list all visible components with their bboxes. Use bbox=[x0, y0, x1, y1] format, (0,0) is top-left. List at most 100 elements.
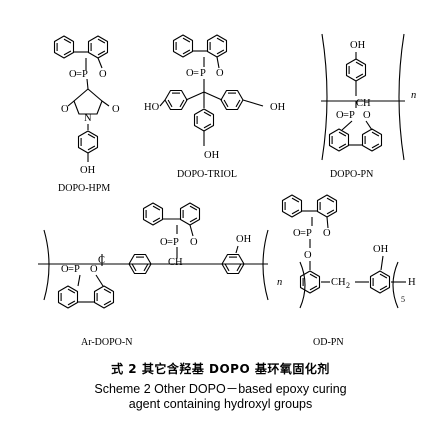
polymer-bracket-pn-right bbox=[398, 33, 405, 161]
atom-o-ar-1: O bbox=[160, 237, 168, 248]
aromatic-bond bbox=[189, 217, 198, 223]
aromatic-bond bbox=[291, 197, 300, 203]
atom-n-hpm: N bbox=[84, 113, 92, 124]
benzene-ring-hpm-a bbox=[53, 35, 75, 59]
atom-oh-triol-right: OH bbox=[270, 102, 286, 113]
atom-o-pn-ring: O bbox=[363, 110, 371, 121]
atom-ho-triol: HO bbox=[144, 102, 160, 113]
atom-p-triol: P bbox=[200, 68, 206, 79]
structure-od-pn: O = P O O OH CH 2 H 5 OD-PN bbox=[293, 228, 416, 348]
aromatic-bond bbox=[379, 273, 388, 279]
aromatic-bond bbox=[167, 99, 173, 108]
bond-line bbox=[216, 56, 220, 69]
compound-label-ar-dopo-n: Ar-DOPO-N bbox=[81, 337, 132, 348]
subscript-n-ar: n bbox=[277, 277, 282, 288]
atom-o-od-ether: O bbox=[304, 250, 312, 261]
atom-o-hpm-ring: O bbox=[99, 69, 107, 80]
subscript-2-od: 2 bbox=[346, 281, 350, 290]
aromatic-bond bbox=[97, 50, 106, 56]
bond-line bbox=[341, 120, 353, 131]
atom-oh-triol-bottom: OH bbox=[204, 150, 220, 161]
aromatic-bond bbox=[203, 123, 212, 129]
aromatic-bond bbox=[223, 99, 229, 108]
repeat-bracket-od-left bbox=[299, 261, 306, 309]
bond-line bbox=[159, 99, 166, 107]
benzene-ring-ar-d bbox=[93, 285, 115, 309]
bond-line bbox=[235, 245, 239, 254]
bond-line bbox=[95, 274, 104, 287]
atom-o-pn-1: O bbox=[336, 110, 344, 121]
aromatic-bond bbox=[224, 263, 230, 272]
atom-oh-pn: OH bbox=[350, 40, 366, 51]
aromatic-bond bbox=[235, 99, 241, 108]
aromatic-bond bbox=[309, 273, 318, 279]
atom-eq-hpm: = bbox=[76, 69, 82, 80]
polymer-bracket-ar-left bbox=[43, 229, 50, 301]
atom-c-ar: C bbox=[98, 255, 105, 266]
atom-p-hpm: P bbox=[82, 69, 88, 80]
bond-line bbox=[101, 100, 110, 107]
aromatic-bond bbox=[87, 133, 96, 139]
atom-eq-ar-1: = bbox=[167, 237, 173, 248]
structure-dopo-pn: OH CH O = P O n DOPO-PN bbox=[330, 40, 416, 180]
aromatic-bond bbox=[216, 49, 225, 55]
aromatic-bond bbox=[103, 300, 112, 306]
compound-label-dopo-pn: DOPO-PN bbox=[330, 169, 373, 180]
aromatic-bond bbox=[203, 111, 212, 117]
aromatic-bond bbox=[63, 50, 72, 56]
benzene-ring-od-a bbox=[281, 194, 303, 218]
repeat-bracket-od-right bbox=[392, 261, 399, 309]
compound-label-od-pn: OD-PN bbox=[313, 337, 344, 348]
polymer-bracket-pn-left bbox=[321, 33, 328, 161]
subscript-n-pn: n bbox=[411, 90, 416, 101]
atom-o-triol-1: O bbox=[186, 68, 194, 79]
structure-dopo-triol: O = P O HO OH OH DOPO-TRIOL bbox=[144, 68, 286, 180]
aromatic-bond bbox=[326, 209, 335, 215]
aromatic-bond bbox=[236, 263, 242, 272]
bond-line bbox=[77, 274, 81, 287]
caption-english-line-1: Scheme 2 Other DOPO－based epoxy curing bbox=[94, 382, 347, 396]
atom-o-od-1: O bbox=[293, 228, 301, 239]
atom-p-ar-1: P bbox=[173, 237, 179, 248]
aromatic-bond bbox=[309, 285, 318, 291]
aromatic-bond bbox=[143, 263, 149, 272]
aromatic-bond bbox=[152, 205, 161, 211]
benzene-ring-pn-b bbox=[361, 128, 383, 152]
atom-p-ar-2: P bbox=[74, 264, 80, 275]
benzene-ring-ar-c bbox=[57, 285, 79, 309]
aromatic-bond bbox=[182, 37, 191, 43]
bond-line bbox=[242, 99, 264, 107]
aromatic-bond bbox=[355, 73, 364, 79]
benzene-ring-ar-phenol bbox=[221, 253, 245, 275]
aromatic-bond bbox=[67, 288, 76, 294]
atom-o-ar-2: O bbox=[61, 264, 69, 275]
aromatic-bond bbox=[63, 38, 72, 44]
aromatic-bond bbox=[103, 288, 112, 294]
benzene-ring-ar-a bbox=[142, 202, 164, 226]
atom-eq-pn: = bbox=[343, 110, 349, 121]
bond-line bbox=[203, 91, 223, 101]
aromatic-bond bbox=[67, 300, 76, 306]
atom-o-triol-ring: O bbox=[216, 68, 224, 79]
aromatic-bond bbox=[291, 209, 300, 215]
aromatic-bond bbox=[355, 61, 364, 67]
structure-ar-dopo-n: O = P O OH C CH O = P O n Ar-DOPO-N bbox=[61, 234, 282, 348]
atom-h-od: H bbox=[408, 277, 416, 288]
aromatic-bond bbox=[371, 131, 380, 137]
atom-p-pn: P bbox=[349, 110, 355, 121]
atom-oh-hpm: OH bbox=[80, 165, 96, 176]
atom-o-hpm-1: O bbox=[69, 69, 77, 80]
atom-ch-ar: CH bbox=[168, 257, 183, 268]
bond-line bbox=[185, 91, 205, 101]
atom-ch-od: CH bbox=[331, 277, 346, 288]
benzene-ring-triol-right bbox=[220, 89, 244, 111]
atom-eq-triol: = bbox=[193, 68, 199, 79]
benzene-ring-ar-center bbox=[128, 253, 152, 275]
atom-p-od: P bbox=[306, 228, 312, 239]
aromatic-bond bbox=[371, 143, 380, 149]
atom-eq-od: = bbox=[300, 228, 306, 239]
aromatic-bond bbox=[379, 285, 388, 291]
compound-label-dopo-hpm: DOPO-HPM bbox=[58, 183, 110, 194]
aromatic-bond bbox=[97, 38, 106, 44]
